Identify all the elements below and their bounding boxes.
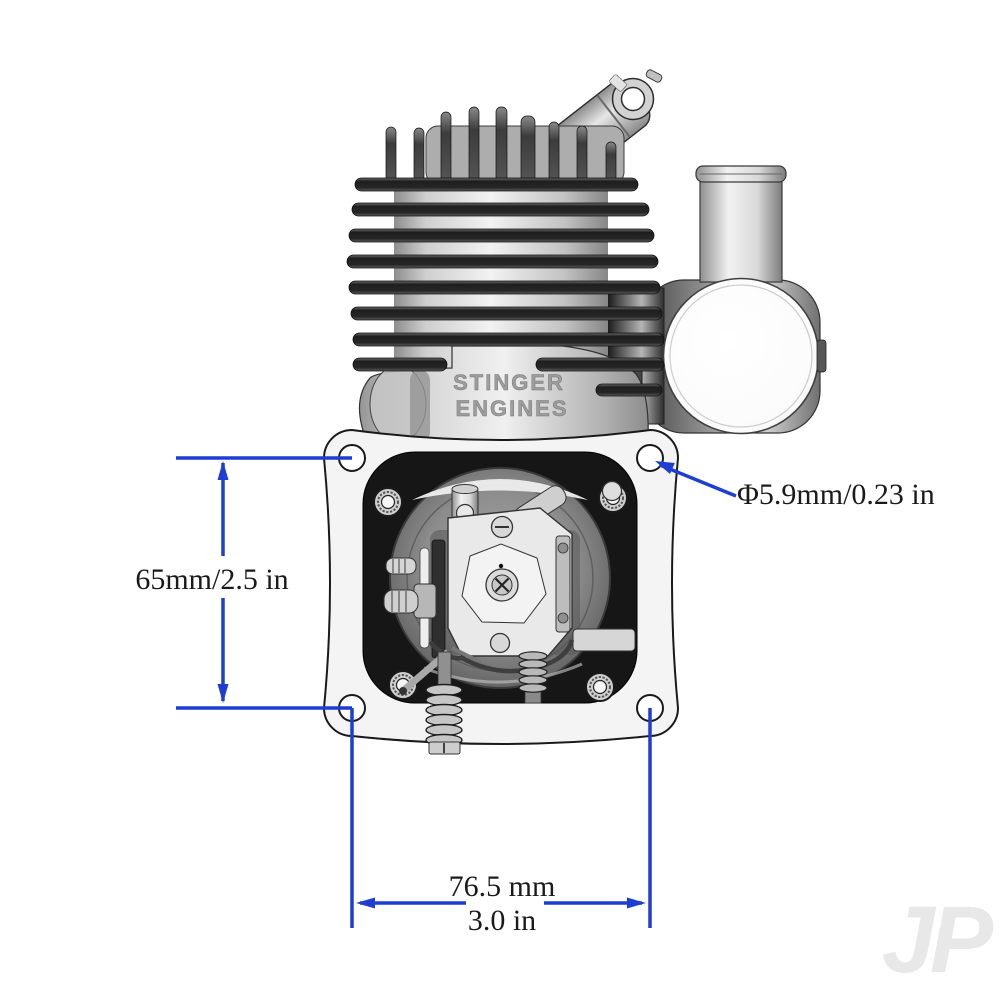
muffler (593, 165, 827, 435)
throttle-lever (555, 535, 571, 633)
muffler-side-tab (816, 339, 827, 373)
arrowhead-leader (655, 461, 675, 474)
inner-washer (373, 487, 403, 517)
width-dimension-label-mm: 76.5 mm (449, 870, 556, 903)
crankcase-opening (362, 451, 638, 755)
carburetor (383, 480, 636, 755)
muffler-end-face (662, 277, 820, 435)
label-mask (134, 556, 290, 598)
brand-embossed-line2: ENGINES (455, 396, 568, 421)
cylinder-cooling-fins (346, 177, 665, 372)
carburetor-bottom-screw (489, 632, 511, 654)
arrowhead-up (217, 461, 229, 480)
arrowhead-left (356, 897, 375, 909)
crankcase: STINGER ENGINES (352, 345, 665, 445)
brand-embossed-line1: STINGER (453, 370, 565, 395)
height-dimension-label: 65mm/2.5 in (135, 563, 288, 596)
crankcase-fin-stub-left (352, 357, 448, 372)
idle-screw-spring (425, 651, 463, 755)
arrowhead-right (627, 897, 646, 909)
dimension-annotations: 65mm/2.5 in Φ5.9mm/0.23 in 76.5 mm 3.0 i… (134, 456, 935, 937)
dimension-arrowheads (217, 461, 675, 909)
crankcase-fin-stub-right (535, 357, 665, 372)
arrowhead-down (217, 684, 229, 703)
jp-watermark: JP (882, 887, 994, 993)
engine-illustration: STINGER ENGINES (322, 69, 827, 755)
plug-terminal-pin (645, 69, 663, 83)
bolt-diameter-label: Φ5.9mm/0.23 in (737, 478, 935, 511)
inner-washer (585, 672, 615, 702)
bolt-hole-top-right (636, 444, 664, 472)
fuel-nipples (383, 557, 437, 619)
head-fins (385, 106, 617, 184)
cooling-fin-stack (346, 177, 665, 347)
muffler-outlet-pipe (699, 177, 783, 283)
width-dimension-label-in: 3.0 in (468, 904, 536, 937)
bolt-dia-leader-line (659, 463, 737, 498)
inner-spring (518, 651, 548, 704)
